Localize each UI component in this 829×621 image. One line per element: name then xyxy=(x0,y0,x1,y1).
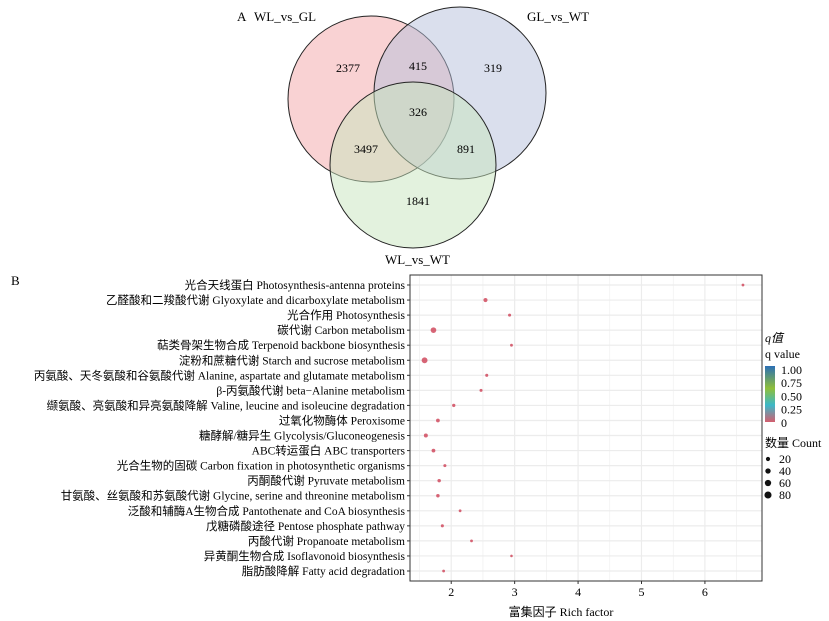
bubble-chart: B 光合天线蛋白 Photosynthesis-antenna proteins… xyxy=(11,273,822,619)
data-point xyxy=(458,509,462,513)
y-tick-label: 异黄酮生物合成 Isoflavonoid biosynthesis xyxy=(204,549,406,563)
legend-q-tick-label: 0.75 xyxy=(781,376,802,390)
data-point xyxy=(510,554,513,558)
y-tick-label: 淀粉和蔗糖代谢 Starch and sucrose metabolism xyxy=(179,353,405,367)
data-point xyxy=(510,343,513,347)
y-tick-label: 光合生物的固碳 Carbon fixation in photosyntheti… xyxy=(117,459,406,473)
venn-count-only-wl-vs-gl: 2377 xyxy=(336,61,360,75)
venn-panel-label: A xyxy=(237,9,247,24)
data-point xyxy=(436,418,440,423)
venn-set-label-wl-vs-wt: WL_vs_WT xyxy=(385,252,450,267)
plot-border xyxy=(409,274,763,582)
venn-circle-wl-vs-wt xyxy=(329,81,497,249)
venn-count-gl-wt-and-wl-wt: 891 xyxy=(457,142,475,156)
data-point xyxy=(508,313,512,317)
y-tick-label: β-丙氨酸代谢 beta−Alanine metabolism xyxy=(216,383,405,397)
y-tick-label: 泛酸和辅酶A生物合成 Pantothenate and CoA biosynth… xyxy=(128,504,406,518)
venn-set-label-wl-vs-gl: WL_vs_GL xyxy=(254,9,316,24)
plot-background xyxy=(410,275,762,581)
legend-count-label: 80 xyxy=(779,488,791,502)
venn-count-only-wl-vs-wt: 1841 xyxy=(406,194,430,208)
y-tick-label: 碳代谢 Carbon metabolism xyxy=(277,323,405,337)
venn-set-label-gl-vs-wt: GL_vs_WT xyxy=(527,9,589,24)
legend-count-label: 20 xyxy=(779,452,791,466)
legend-q-title-en: q value xyxy=(765,347,800,361)
data-point xyxy=(440,524,444,528)
legend-count-dot xyxy=(764,491,772,499)
y-tick-label: 光合天线蛋白 Photosynthesis-antenna proteins xyxy=(185,278,406,292)
data-point xyxy=(431,448,436,453)
data-point xyxy=(423,433,428,438)
data-point xyxy=(479,388,483,392)
y-tick-label: 甘氨酸、丝氨酸和苏氨酸代谢 Glycine, serine and threon… xyxy=(61,489,405,503)
y-tick-label: 乙醛酸和二羧酸代谢 Glyoxylate and dicarboxylate m… xyxy=(106,293,405,307)
x-axis-label: 富集因子 Rich factor xyxy=(509,604,614,619)
y-tick-label: 过氧化物酶体 Peroxisome xyxy=(279,413,405,427)
venn-diagram: A WL_vs_GL GL_vs_WT WL_vs_WT 2377 415 31… xyxy=(237,6,589,267)
data-point xyxy=(443,464,447,468)
data-point xyxy=(437,478,441,483)
legend-count-label: 40 xyxy=(779,464,791,478)
y-tick-label: ABC转运蛋白 ABC transporters xyxy=(252,444,406,458)
legend-q-tick-label: 0.50 xyxy=(781,389,802,403)
y-tick-label: 脂肪酸降解 Fatty acid degradation xyxy=(242,564,405,578)
x-tick-label: 4 xyxy=(575,585,581,599)
legend-q-colorbar xyxy=(765,366,775,422)
data-point xyxy=(452,403,456,408)
bubble-panel-label: B xyxy=(11,273,20,288)
x-tick-label: 3 xyxy=(512,585,518,599)
data-point xyxy=(741,283,745,287)
data-point xyxy=(442,569,446,573)
x-tick-label: 6 xyxy=(702,585,708,599)
legend-q-title-cn: q值 xyxy=(765,331,785,345)
y-tick-label: 丙氨酸、天冬氨酸和谷氨酸代谢 Alanine, aspartate and gl… xyxy=(34,368,405,382)
x-tick-label: 5 xyxy=(638,585,644,599)
x-tick-label: 2 xyxy=(448,585,454,599)
y-tick-label: 丙酸代谢 Propanoate metabolism xyxy=(248,534,405,548)
venn-count-wl-gl-and-gl-wt: 415 xyxy=(409,59,427,73)
data-point xyxy=(483,297,488,303)
legend-q-tick-label: 0 xyxy=(781,416,787,430)
data-point xyxy=(430,327,437,333)
legend-count-dot xyxy=(764,479,772,487)
y-tick-label: 缬氨酸、亮氨酸和异亮氨酸降解 Valine, leucine and isole… xyxy=(47,398,406,412)
legend-count-dot xyxy=(765,456,771,462)
y-tick-label: 戊糖磷酸途径 Pentose phosphate pathway xyxy=(206,519,405,533)
y-tick-label: 糖酵解/糖异生 Glycolysis/Gluconeogenesis xyxy=(199,429,406,443)
venn-count-wl-gl-and-wl-wt: 3497 xyxy=(354,142,378,156)
legend-count-label: 60 xyxy=(779,476,791,490)
legend-count-dot xyxy=(765,468,771,474)
data-point xyxy=(436,493,440,498)
legend-q-tick-label: 1.00 xyxy=(781,363,802,377)
data-point xyxy=(485,373,489,377)
y-tick-label: 萜类骨架生物合成 Terpenoid backbone biosynthesis xyxy=(157,338,406,352)
venn-count-all-three: 326 xyxy=(409,105,427,119)
y-tick-label: 光合作用 Photosynthesis xyxy=(287,308,405,322)
legend-count-title: 数量 Count xyxy=(765,435,822,450)
venn-count-only-gl-vs-wt: 319 xyxy=(484,61,502,75)
legend-q-tick-label: 0.25 xyxy=(781,403,802,417)
data-point xyxy=(470,539,473,543)
data-point xyxy=(421,357,428,364)
y-tick-label: 丙酮酸代谢 Pyruvate metabolism xyxy=(247,474,405,488)
